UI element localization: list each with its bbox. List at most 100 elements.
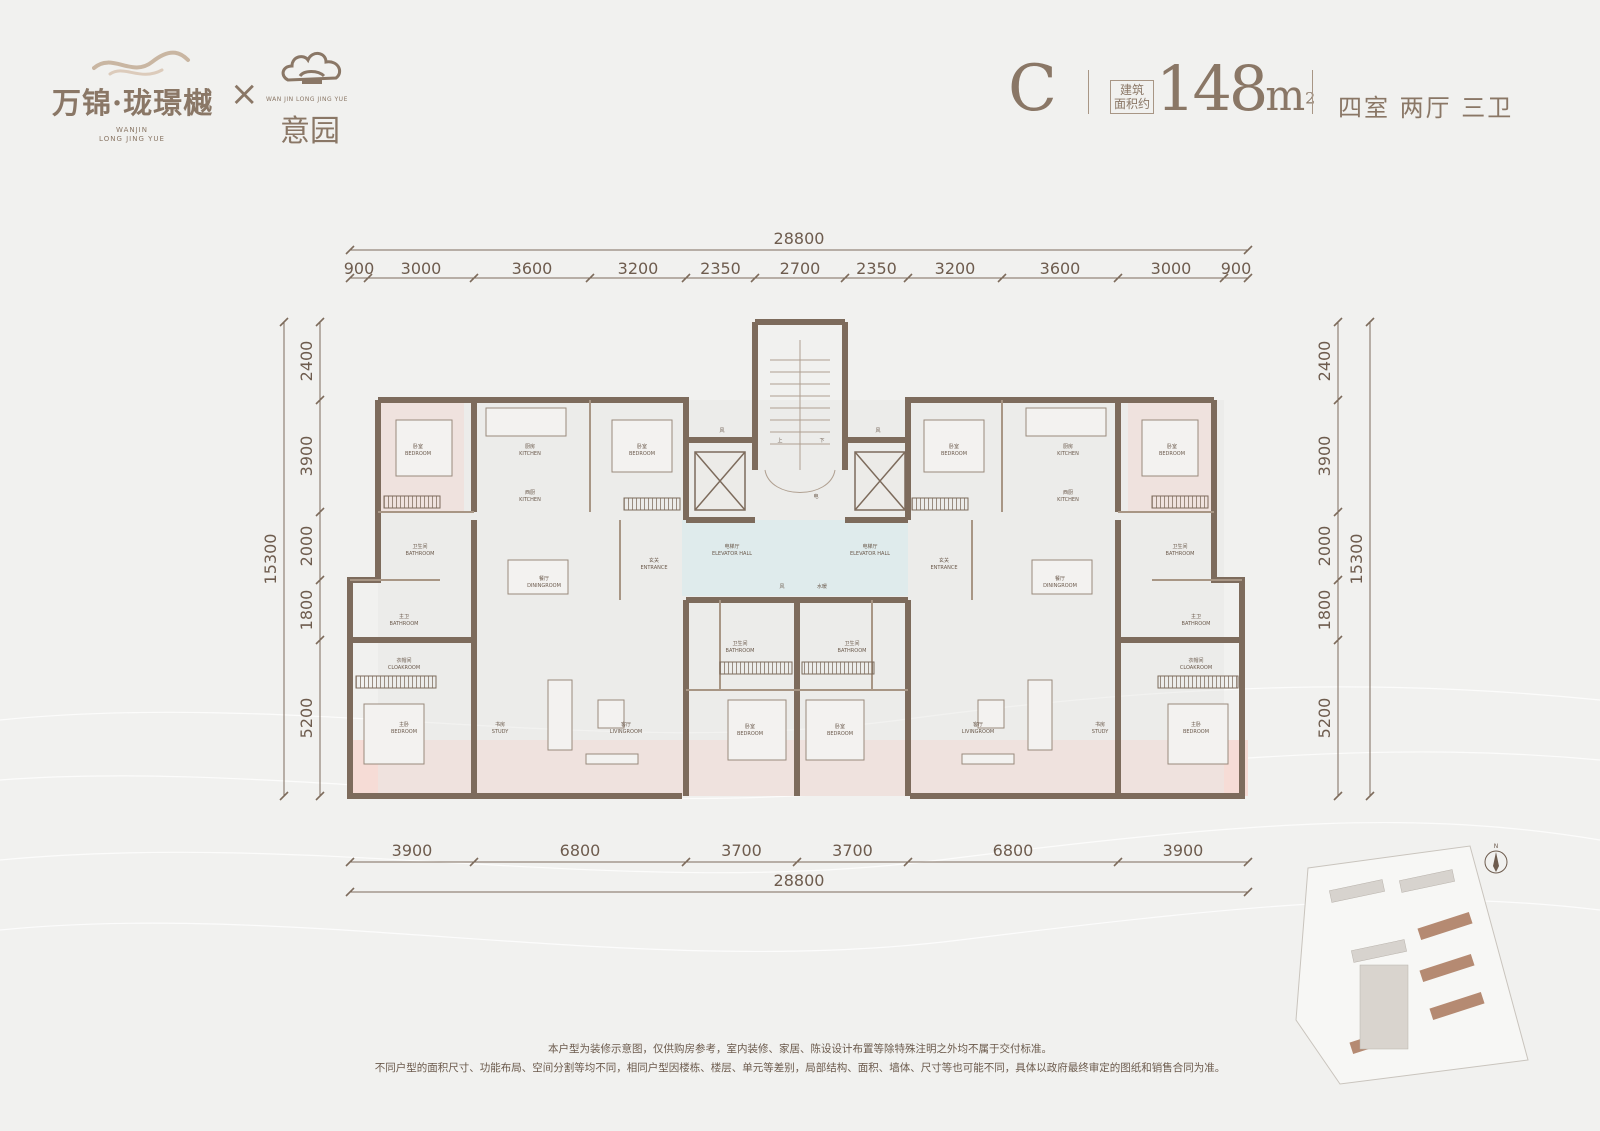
bed xyxy=(1167,703,1229,765)
wardrobe xyxy=(911,497,969,511)
dimension-tick xyxy=(345,245,355,255)
dimension-tick xyxy=(315,791,325,801)
dimension-tick xyxy=(1333,507,1343,517)
dimension-label: 900 xyxy=(344,259,375,278)
room-label-dining: 餐厅 xyxy=(539,575,549,582)
room-label-study: 书房 xyxy=(495,721,505,728)
dimension-tick xyxy=(345,857,355,867)
room-label-master-bedroom-en: BEDROOM xyxy=(1183,729,1209,735)
room-label-dining: 餐厅 xyxy=(1055,575,1065,582)
bed xyxy=(611,419,673,473)
dimension-label: 3200 xyxy=(935,259,976,278)
room-label-master-bedroom: 主卧 xyxy=(399,721,409,728)
compass-icon: N xyxy=(1484,843,1508,874)
brand-logo: 万锦·珑璟樾 WANJIN LONG JING YUE xyxy=(52,40,222,150)
dimension-tick xyxy=(315,575,325,585)
dimension-label: 5200 xyxy=(297,698,316,739)
bed xyxy=(727,699,787,761)
room-label-dining-kitchen: 西厨 xyxy=(525,490,535,496)
room-label-elevator-hall: 电梯厅 xyxy=(724,543,739,550)
dimension-label: 5200 xyxy=(1315,698,1334,739)
partner-name-cn: 意园 xyxy=(280,114,340,149)
tv-cabinet xyxy=(585,753,639,765)
room-label-master-bedroom: 主卧 xyxy=(1191,721,1201,728)
shaft-label-shaft-elec: 电 xyxy=(813,493,818,500)
dimension-tick xyxy=(469,857,479,867)
unit-type-letter: C xyxy=(1008,52,1057,126)
room-label-entrance-en: ENTRANCE xyxy=(930,565,957,571)
partner-name-en: WAN JIN LONG JING YUE xyxy=(266,96,348,103)
room-label-living: 客厅 xyxy=(621,721,631,728)
dimension-tick xyxy=(1333,791,1343,801)
dimension-label: 2350 xyxy=(856,259,897,278)
stair xyxy=(764,340,836,493)
brand-swoosh-icon xyxy=(92,50,190,76)
room-label-kitchen: 厨房 xyxy=(1063,443,1073,450)
dimension-label: 15300 xyxy=(1347,534,1366,585)
dimension-tick xyxy=(1333,317,1343,327)
room-label-dining-kitchen-en: KITCHEN xyxy=(1057,497,1079,503)
dimension-tick xyxy=(315,395,325,405)
dining-table xyxy=(1031,559,1093,595)
bed xyxy=(1141,419,1199,477)
dimension-tick xyxy=(792,857,802,867)
room-label-bedroom: 卧室 xyxy=(835,723,845,730)
room-label-bedroom: 卧室 xyxy=(637,443,647,450)
room-label-bedroom-en: BEDROOM xyxy=(941,451,967,457)
wardrobe xyxy=(1151,495,1209,509)
room-label-bedroom-en: BEDROOM xyxy=(1159,451,1185,457)
shaft-label-shaft-wind: 风 xyxy=(779,584,784,590)
area-label-line1: 建筑 xyxy=(1120,83,1145,97)
dimension-tick xyxy=(1243,857,1253,867)
room-label-bathroom: 卫生间 xyxy=(732,640,747,647)
dimension-tick xyxy=(840,273,850,283)
dimension-tick xyxy=(345,273,355,283)
room-label-dining-kitchen-en: KITCHEN xyxy=(519,497,541,503)
disclaimer-line2: 不同户型的面积尺寸、功能布局、空间分割等均不同，相同户型因楼栋、楼层、单元等差别… xyxy=(374,1062,1226,1074)
header-divider xyxy=(1312,70,1313,114)
room-label-master-bath-en: BATHROOM xyxy=(390,621,419,627)
elevators xyxy=(694,451,906,511)
dimension-tick xyxy=(1365,317,1375,327)
dimension-label: 3900 xyxy=(1315,436,1334,477)
kitchen-counter xyxy=(1025,407,1107,437)
room-label-cloakroom: 衣帽间 xyxy=(396,657,411,664)
room-label-bathroom: 卫生间 xyxy=(412,543,427,550)
room-label-dining-en: DININGROOM xyxy=(527,583,561,589)
dimension-tick xyxy=(1113,857,1123,867)
dimension-tick xyxy=(997,273,1007,283)
room-label-kitchen: 厨房 xyxy=(525,443,535,450)
room-label-master-bedroom-en: BEDROOM xyxy=(391,729,417,735)
dimension-label: 2700 xyxy=(780,259,821,278)
area-label: 建筑 面积约 xyxy=(1110,80,1155,114)
dimension-tick xyxy=(1333,635,1343,645)
dimension-tick xyxy=(1333,395,1343,405)
bed xyxy=(805,699,865,761)
coffee-table xyxy=(977,699,1005,729)
brand-name-en-line1: WANJIN xyxy=(116,126,148,134)
wardrobe xyxy=(623,497,681,511)
room-label-elevator-hall-en: ELEVATOR HALL xyxy=(712,551,752,557)
highlighted-building xyxy=(1429,991,1485,1021)
brand-name-en: WANJIN LONG JING YUE xyxy=(92,126,172,144)
dimension-label: 2000 xyxy=(297,526,316,567)
dimension-tick xyxy=(585,273,595,283)
dimension-label: 15300 xyxy=(261,534,280,585)
room-label-entrance-en: ENTRANCE xyxy=(640,565,667,571)
sofa xyxy=(1027,679,1053,751)
coffee-table xyxy=(597,699,625,729)
dimension-label: 1800 xyxy=(1315,590,1334,631)
wardrobes xyxy=(355,495,1239,689)
collab-symbol: × xyxy=(230,74,259,114)
room-label-bathroom: 卫生间 xyxy=(1172,543,1187,550)
dimension-label: 6800 xyxy=(993,841,1034,860)
header-divider xyxy=(1088,70,1089,114)
room-label-entrance: 玄关 xyxy=(939,557,949,564)
dimension-tick xyxy=(1243,273,1253,283)
room-labels: 卧室BEDROOM卧室BEDROOM卧室BEDROOM卧室BEDROOM厨房KI… xyxy=(388,428,1212,737)
tv-cabinet xyxy=(961,753,1015,765)
partner-logo: WAN JIN LONG JING YUE 意园 xyxy=(266,44,360,149)
dimension-label: 3900 xyxy=(1163,841,1204,860)
